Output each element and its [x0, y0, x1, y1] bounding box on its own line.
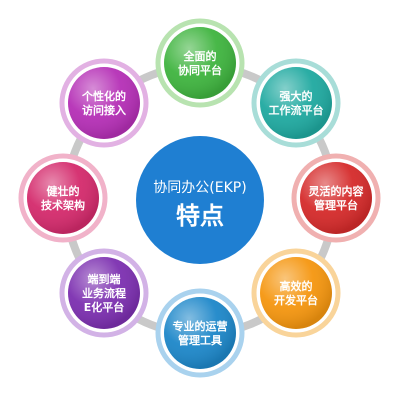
feature-node-label: 业务流程 [82, 286, 126, 300]
center-circle [136, 136, 264, 264]
center-node: 协同办公(EKP) 特点 [136, 136, 264, 264]
feature-node-gloss [27, 162, 99, 234]
feature-node-gloss [260, 257, 332, 329]
feature-node-label: 管理平台 [314, 198, 358, 212]
feature-node-label: 协同平台 [178, 63, 222, 77]
feature-node-label: 高效的 [280, 279, 313, 293]
feature-node-label: 管理工具 [178, 333, 222, 347]
feature-node-label: 健壮的 [47, 184, 80, 198]
center-title: 协同办公(EKP) [153, 180, 246, 196]
feature-node-label: 个性化的 [81, 89, 126, 103]
feature-node-label: 技术架构 [41, 198, 85, 212]
feature-node-gloss [68, 67, 140, 139]
feature-node-gloss [260, 67, 332, 139]
feature-node-gloss [164, 297, 236, 369]
feature-node-label: 全面的 [183, 49, 217, 63]
feature-node-label: E化平台 [84, 300, 125, 314]
feature-node-gloss [300, 162, 372, 234]
feature-node-label: 灵活的内容 [309, 184, 364, 198]
feature-node-gloss [164, 27, 236, 99]
feature-node-label: 访问接入 [82, 103, 126, 117]
feature-node-gloss [68, 257, 140, 329]
feature-node-label: 专业的运营 [173, 319, 228, 333]
feature-node-label: 端到端 [88, 272, 121, 286]
feature-nodes: 全面的协同平台强大的工作流平台灵活的内容管理平台高效的开发平台专业的运营管理工具… [18, 18, 381, 378]
feature-node-label: 开发平台 [274, 293, 318, 307]
center-subtitle: 特点 [176, 202, 224, 230]
feature-node-label: 强大的 [280, 89, 313, 103]
feature-node-label: 工作流平台 [269, 103, 324, 117]
